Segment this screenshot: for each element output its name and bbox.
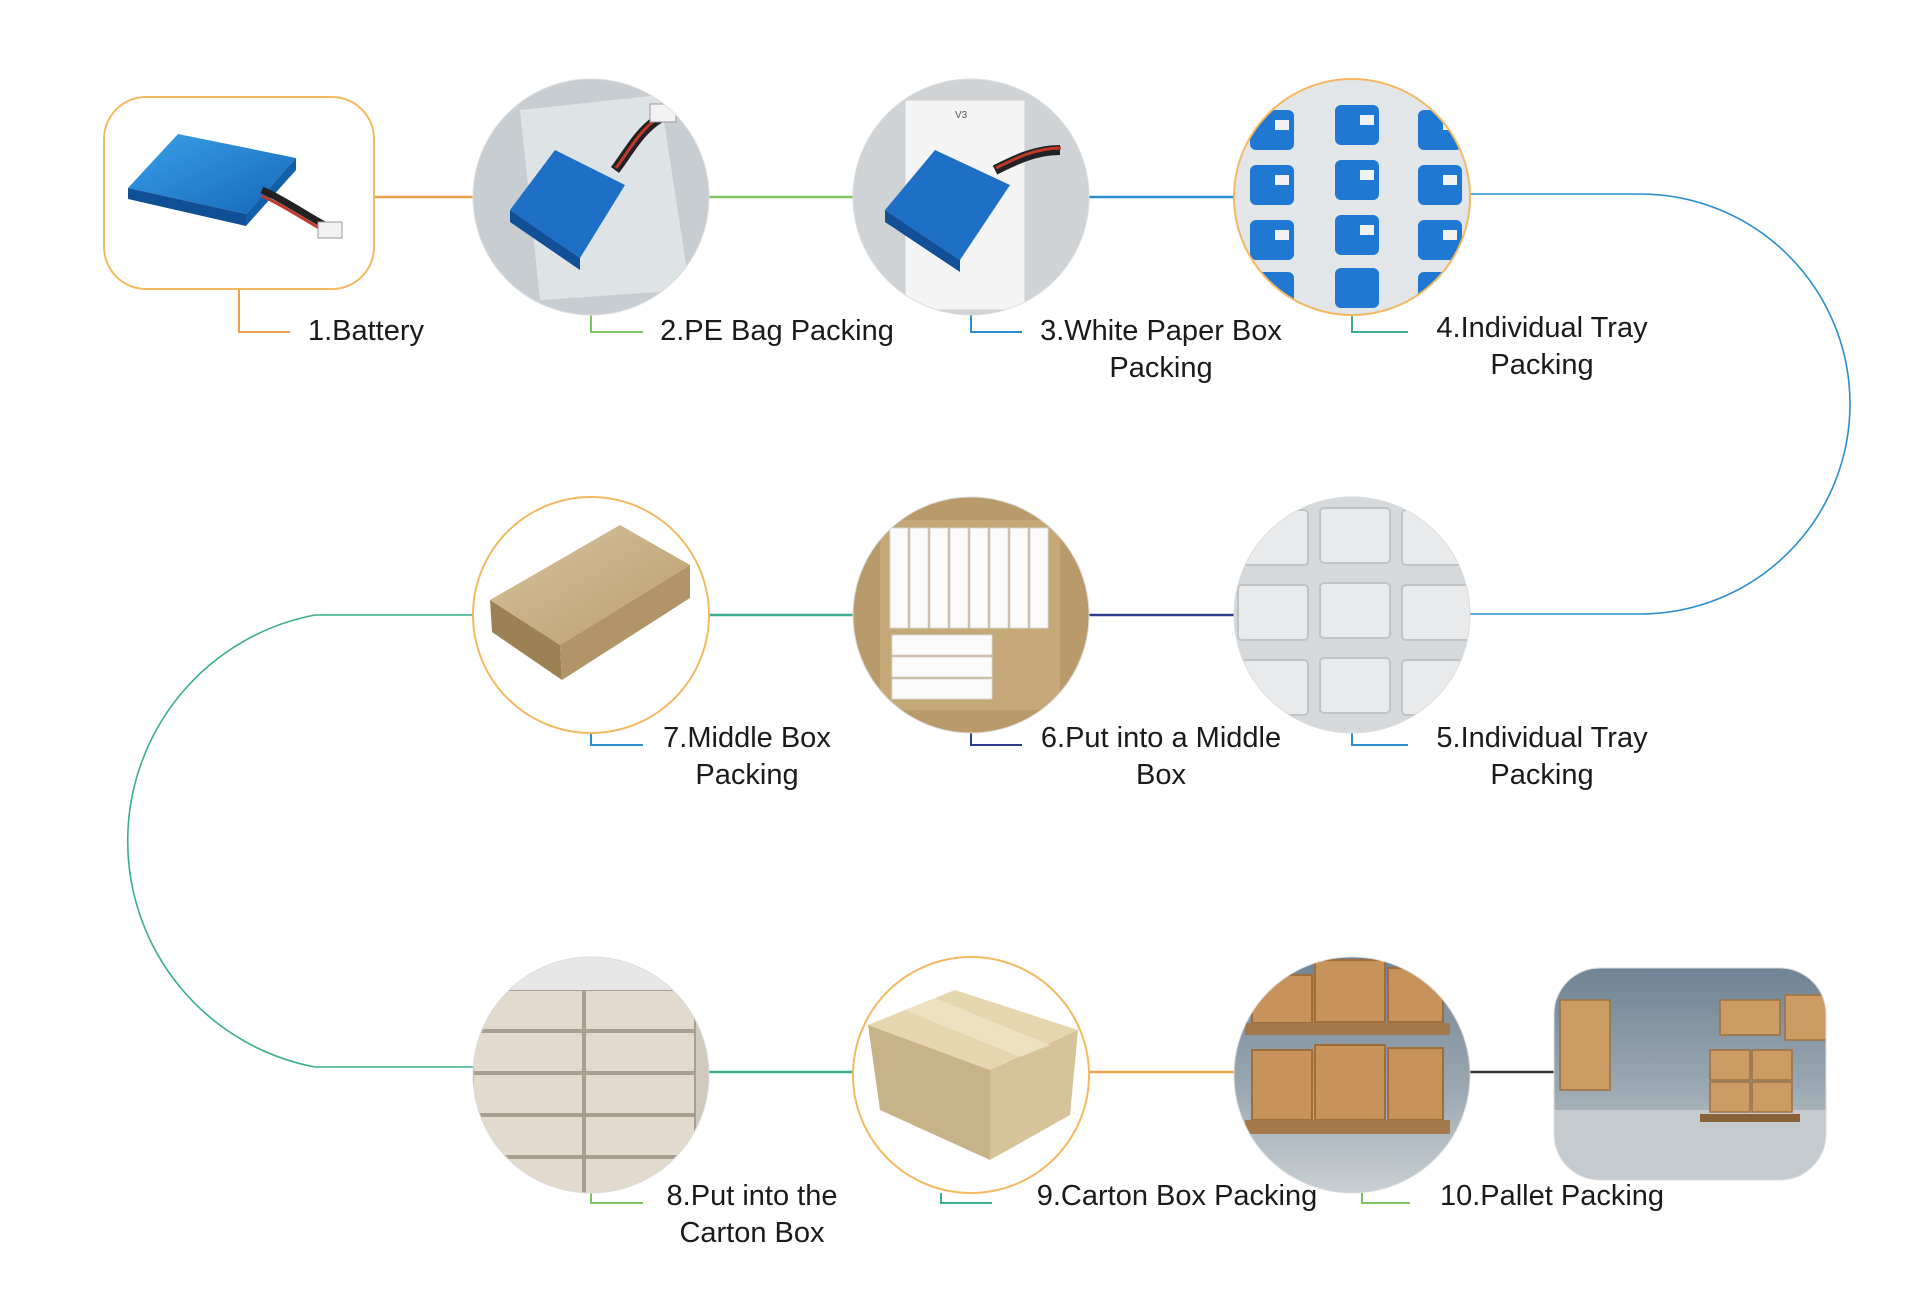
step-4-label-line-1: 4.Individual Tray <box>1436 312 1648 344</box>
step-1-label-line-1: 1.Battery <box>307 315 425 347</box>
step-8-label-line-1: 8.Put into the <box>666 1180 838 1212</box>
step-10-label: 10.Pallet Packing <box>1372 1178 1732 1215</box>
step-2-label: 2.PE Bag Packing <box>597 313 957 350</box>
leader-step-5 <box>1351 733 1408 746</box>
connector-7-8-curve <box>126 614 473 1068</box>
step-5-label-line-2: Packing <box>1490 759 1594 791</box>
step-7-label: 7.Middle Box Packing <box>567 720 927 794</box>
leader-step-4 <box>1351 315 1408 333</box>
warehouse-pallets-photo <box>1234 957 1470 1193</box>
step-7-label-line-1: 7.Middle Box <box>663 722 831 754</box>
step-2-label-line-1: 2.PE Bag Packing <box>660 315 894 347</box>
leader-step-9 <box>940 1193 992 1204</box>
step-3-label-line-2: Packing <box>1109 352 1213 384</box>
step-10-label-line-1: 10.Pallet Packing <box>1439 1180 1665 1212</box>
leader-step-3 <box>970 315 1022 333</box>
step-3-label-line-1: 3.White Paper Box <box>1040 315 1282 347</box>
step-4-label: 4.Individual Tray Packing <box>1362 310 1722 384</box>
step-7-label-line-2: Packing <box>695 759 799 791</box>
leader-step-6 <box>970 733 1022 746</box>
step-1-label: 1.Battery <box>186 313 546 350</box>
step-3-label: 3.White Paper Box Packing <box>981 313 1341 387</box>
pe-bag-photo <box>473 79 709 315</box>
leader-step-7 <box>590 733 643 746</box>
middle-box-closed-photo <box>473 497 709 733</box>
battery-photo <box>103 96 375 290</box>
step-5-label: 5.Individual Tray Packing <box>1362 720 1722 794</box>
middle-box-open-photo <box>853 497 1089 733</box>
step-9-label-line-1: 9.Carton Box Packing <box>1036 1180 1318 1212</box>
tray-with-batteries-photo <box>1234 79 1470 315</box>
step-9-label: 9.Carton Box Packing <box>997 1178 1357 1215</box>
step-5-label-line-1: 5.Individual Tray <box>1436 722 1648 754</box>
connector-4-5-curve <box>1470 193 1851 615</box>
leader-step-2 <box>590 315 643 333</box>
svg-text:V3: V3 <box>955 110 968 121</box>
step-6-label: 6.Put into a Middle Box <box>981 720 1341 794</box>
carton-box-photo <box>853 957 1089 1193</box>
leader-step-8 <box>590 1193 643 1204</box>
step-4-label-line-2: Packing <box>1490 349 1594 381</box>
warehouse-final-photo <box>1554 968 1826 1180</box>
step-6-label-line-2: Box <box>1136 759 1186 791</box>
white-paper-box-photo: V3 <box>853 79 1089 315</box>
stacked-boxes-photo <box>473 957 709 1193</box>
step-6-label-line-1: 6.Put into a Middle <box>1040 722 1282 754</box>
leader-step-1 <box>238 289 290 333</box>
step-8-label-line-2: Carton Box <box>679 1217 825 1249</box>
leader-step-10 <box>1361 1193 1410 1204</box>
step-8-label: 8.Put into the Carton Box <box>572 1178 932 1252</box>
